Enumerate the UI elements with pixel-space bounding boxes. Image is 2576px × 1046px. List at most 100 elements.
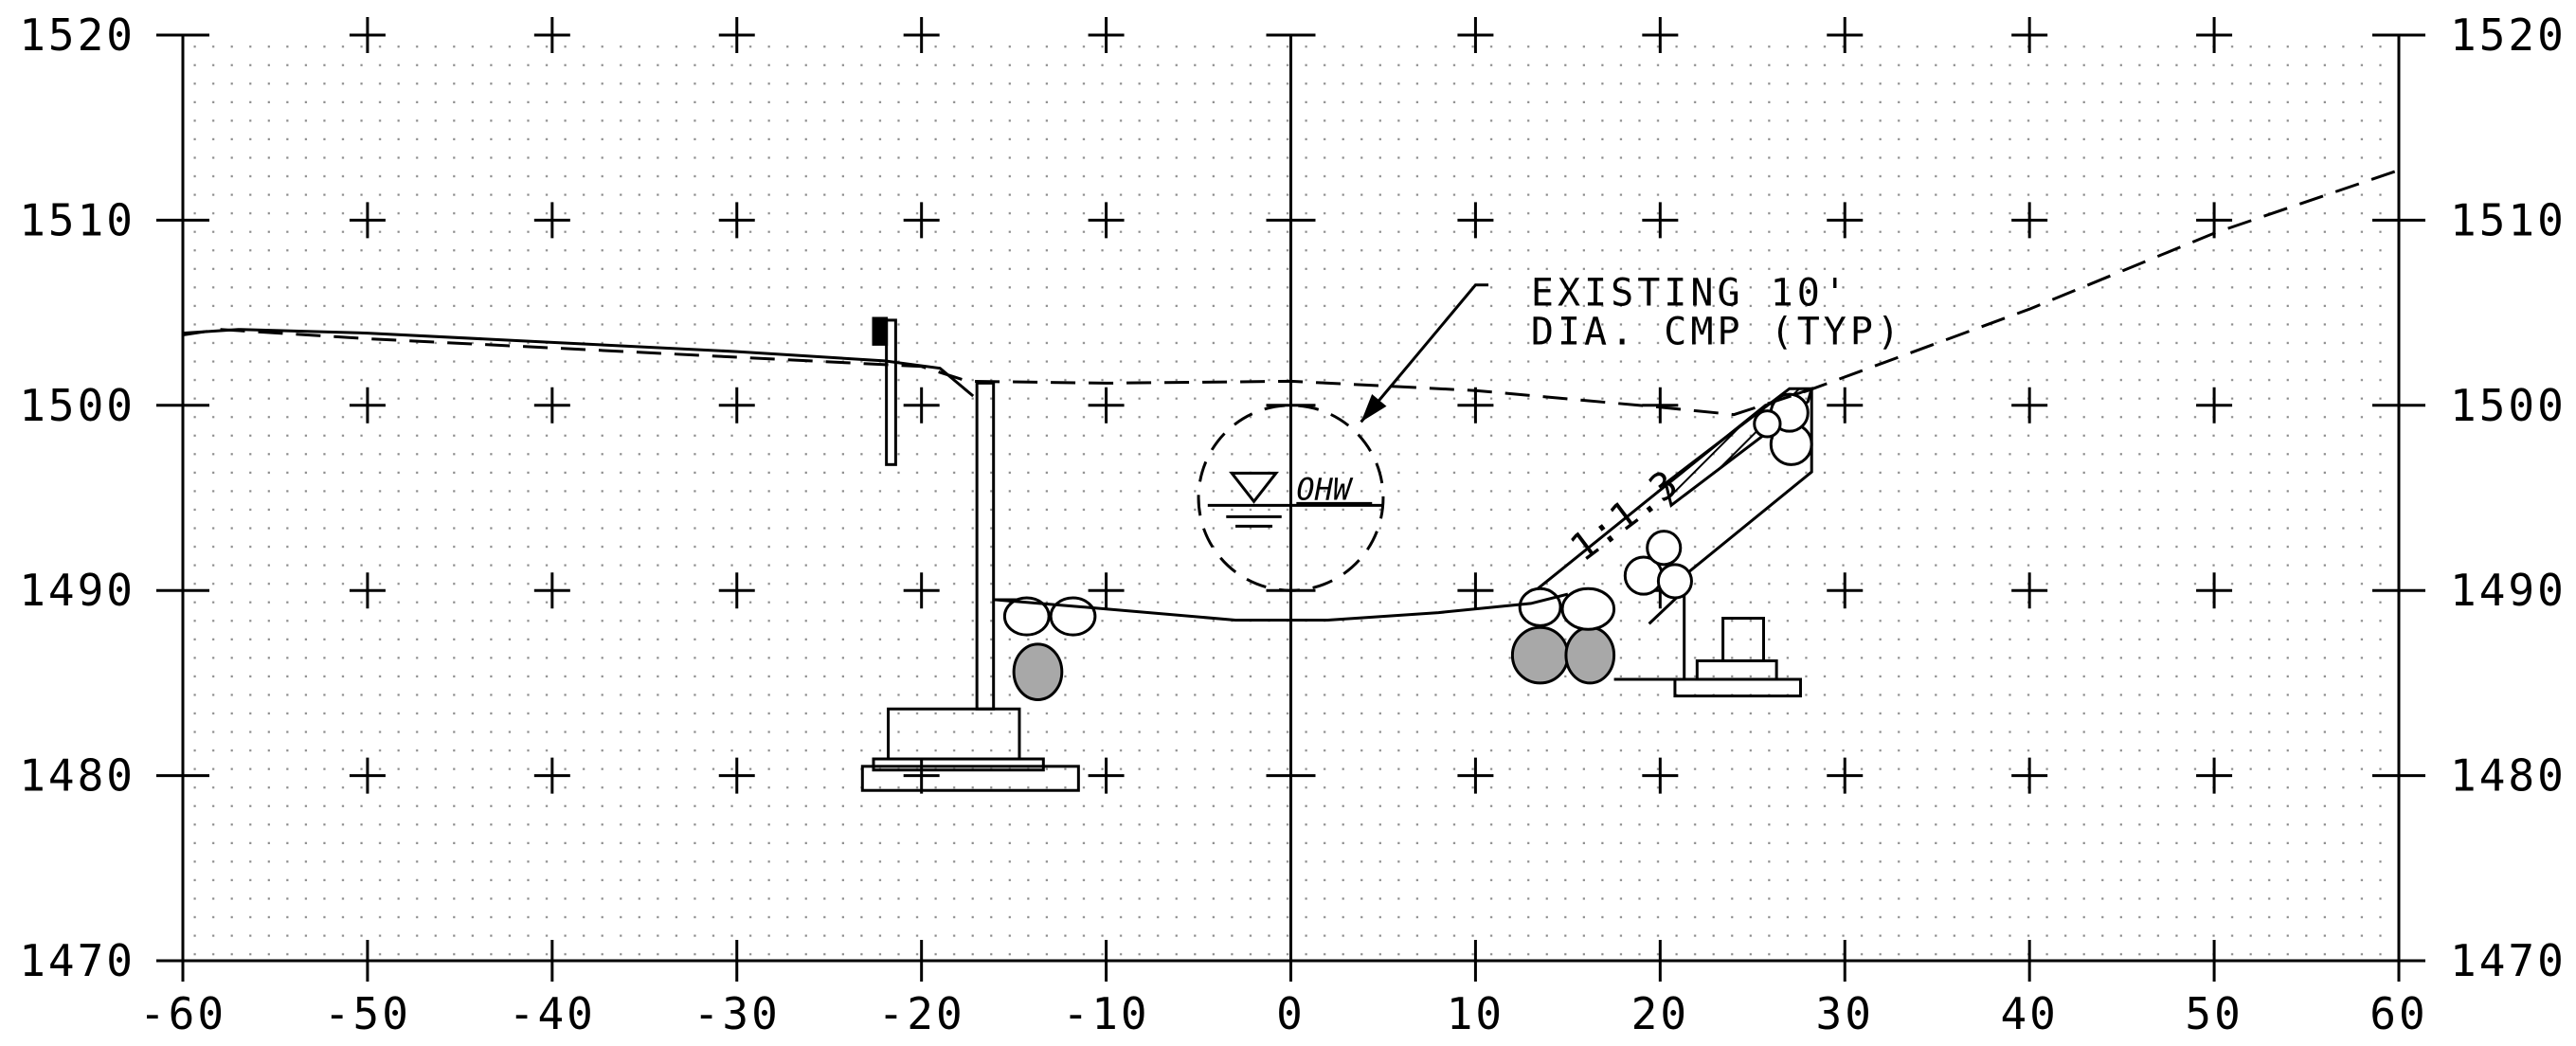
grid-cross-mark <box>903 387 940 424</box>
x-tick-label: 10 <box>1447 988 1504 1039</box>
grid-cross-mark <box>903 202 940 239</box>
riprap-rock <box>1753 409 1782 439</box>
y-tick-label-left: 1490 <box>19 565 135 616</box>
grid-cross-mark <box>533 572 570 609</box>
x-tick-label: 40 <box>2000 988 2058 1039</box>
ohw-water-symbol <box>1207 471 1383 528</box>
riprap-rock <box>1564 625 1616 685</box>
grid-cross-mark <box>903 572 940 609</box>
x-tick-label: -40 <box>509 988 596 1039</box>
riprap-rock <box>1049 596 1097 637</box>
ohw-triangle <box>1229 471 1279 504</box>
y-tick-label-left: 1510 <box>19 194 135 245</box>
grid-cross-mark <box>2011 572 2048 609</box>
y-tick-label-left: 1480 <box>19 750 135 802</box>
callout-arrowhead <box>1360 393 1387 423</box>
grid-cross-mark <box>2011 387 2048 424</box>
grid-cross-mark <box>1642 202 1679 239</box>
grid-cross-mark <box>1827 17 1864 53</box>
grid-cross-mark <box>349 387 386 424</box>
left-abutment-wall <box>975 381 996 711</box>
grid-cross-mark <box>718 572 755 609</box>
channel-bed-line <box>995 592 1569 622</box>
grid-cross-mark <box>533 757 570 794</box>
grid-cross-mark <box>1827 387 1864 424</box>
x-tick-label: -30 <box>694 988 781 1039</box>
riprap-rock <box>1518 586 1562 627</box>
y-tick-label-right: 1490 <box>2450 565 2567 616</box>
grid-crosses <box>349 17 2233 794</box>
riprap-rock <box>1012 642 1064 701</box>
x-tick-label: 30 <box>1816 988 1874 1039</box>
grid-cross-mark <box>533 17 570 53</box>
y-tick-labels-right: 1470 1480 1490 1500 1510 1520 <box>2450 9 2567 986</box>
existing-ground-solid-line <box>182 328 975 398</box>
grid-cross-mark <box>1457 17 1494 53</box>
grid-cross-mark <box>1827 572 1864 609</box>
left-footing <box>887 707 1021 761</box>
grid-cross-mark <box>349 17 386 53</box>
grid-cross-mark <box>903 17 940 53</box>
ohw-label: OHW <box>1296 471 1354 507</box>
grid-cross-mark <box>349 202 386 239</box>
grid-cross-mark <box>1088 17 1125 53</box>
right-footing-pedestal <box>1721 617 1765 662</box>
grid-cross-mark <box>1457 387 1494 424</box>
structures <box>860 316 1814 792</box>
x-tick-label: -60 <box>139 988 226 1039</box>
grid-cross-mark <box>2011 757 2048 794</box>
grid-cross-mark <box>1827 757 1864 794</box>
x-tick-label: 50 <box>2185 988 2243 1039</box>
y-tick-label-right: 1520 <box>2450 9 2567 61</box>
grid-cross-mark <box>1642 17 1679 53</box>
grid-cross-mark <box>1642 757 1679 794</box>
grid-cross-mark <box>1827 202 1864 239</box>
grid-cross-mark <box>2196 17 2233 53</box>
grid-cross-mark <box>1088 387 1125 424</box>
railing-post <box>885 318 897 466</box>
y-tick-label-right: 1500 <box>2450 380 2567 431</box>
culvert-outline <box>1197 404 1385 592</box>
y-tick-label-right: 1470 <box>2450 935 2567 986</box>
grid-cross-mark <box>1088 757 1125 794</box>
grid-cross-mark <box>2196 572 2233 609</box>
grid-cross-mark <box>1457 572 1494 609</box>
y-tick-label-left: 1520 <box>19 9 135 61</box>
callout-leader-line <box>1360 283 1489 424</box>
grid-cross-mark <box>1457 757 1494 794</box>
y-tick-label-left: 1470 <box>19 935 135 986</box>
grid-cross-mark <box>2196 757 2233 794</box>
y-tick-label-right: 1510 <box>2450 194 2567 245</box>
riprap-rock <box>1560 586 1616 631</box>
callout-text-line-2: DIA. CMP (TYP) <box>1531 311 1903 354</box>
x-tick-label: -20 <box>878 988 965 1039</box>
grid-cross-mark <box>718 757 755 794</box>
riprap-rock <box>1646 530 1683 567</box>
y-tick-label-left: 1500 <box>19 380 135 431</box>
y-tick-labels-left: 1470 1480 1490 1500 1510 1520 <box>19 9 135 986</box>
x-tick-label: 0 <box>1276 988 1306 1039</box>
grid-cross-mark <box>533 387 570 424</box>
grid-cross-mark <box>1088 572 1125 609</box>
left-footing-hatch <box>860 765 1080 792</box>
riprap-rock <box>1510 625 1570 685</box>
grid-cross-mark <box>718 387 755 424</box>
grid-cross-mark <box>349 757 386 794</box>
grid-cross-mark <box>2011 17 2048 53</box>
grid-cross-mark <box>1642 387 1679 424</box>
grid-cross-mark <box>2011 202 2048 239</box>
riprap-rock <box>1002 596 1051 637</box>
railing-rail <box>872 316 889 346</box>
grid-cross-mark <box>718 202 755 239</box>
grid-cross-mark <box>903 757 940 794</box>
x-tick-label: -50 <box>324 988 411 1039</box>
y-tick-label-right: 1480 <box>2450 750 2567 802</box>
riprap-rock <box>1656 563 1693 600</box>
x-tick-label: 20 <box>1631 988 1689 1039</box>
axes <box>156 33 2425 982</box>
grid-cross-mark <box>533 202 570 239</box>
existing-ground-dashed-line <box>182 169 2400 417</box>
